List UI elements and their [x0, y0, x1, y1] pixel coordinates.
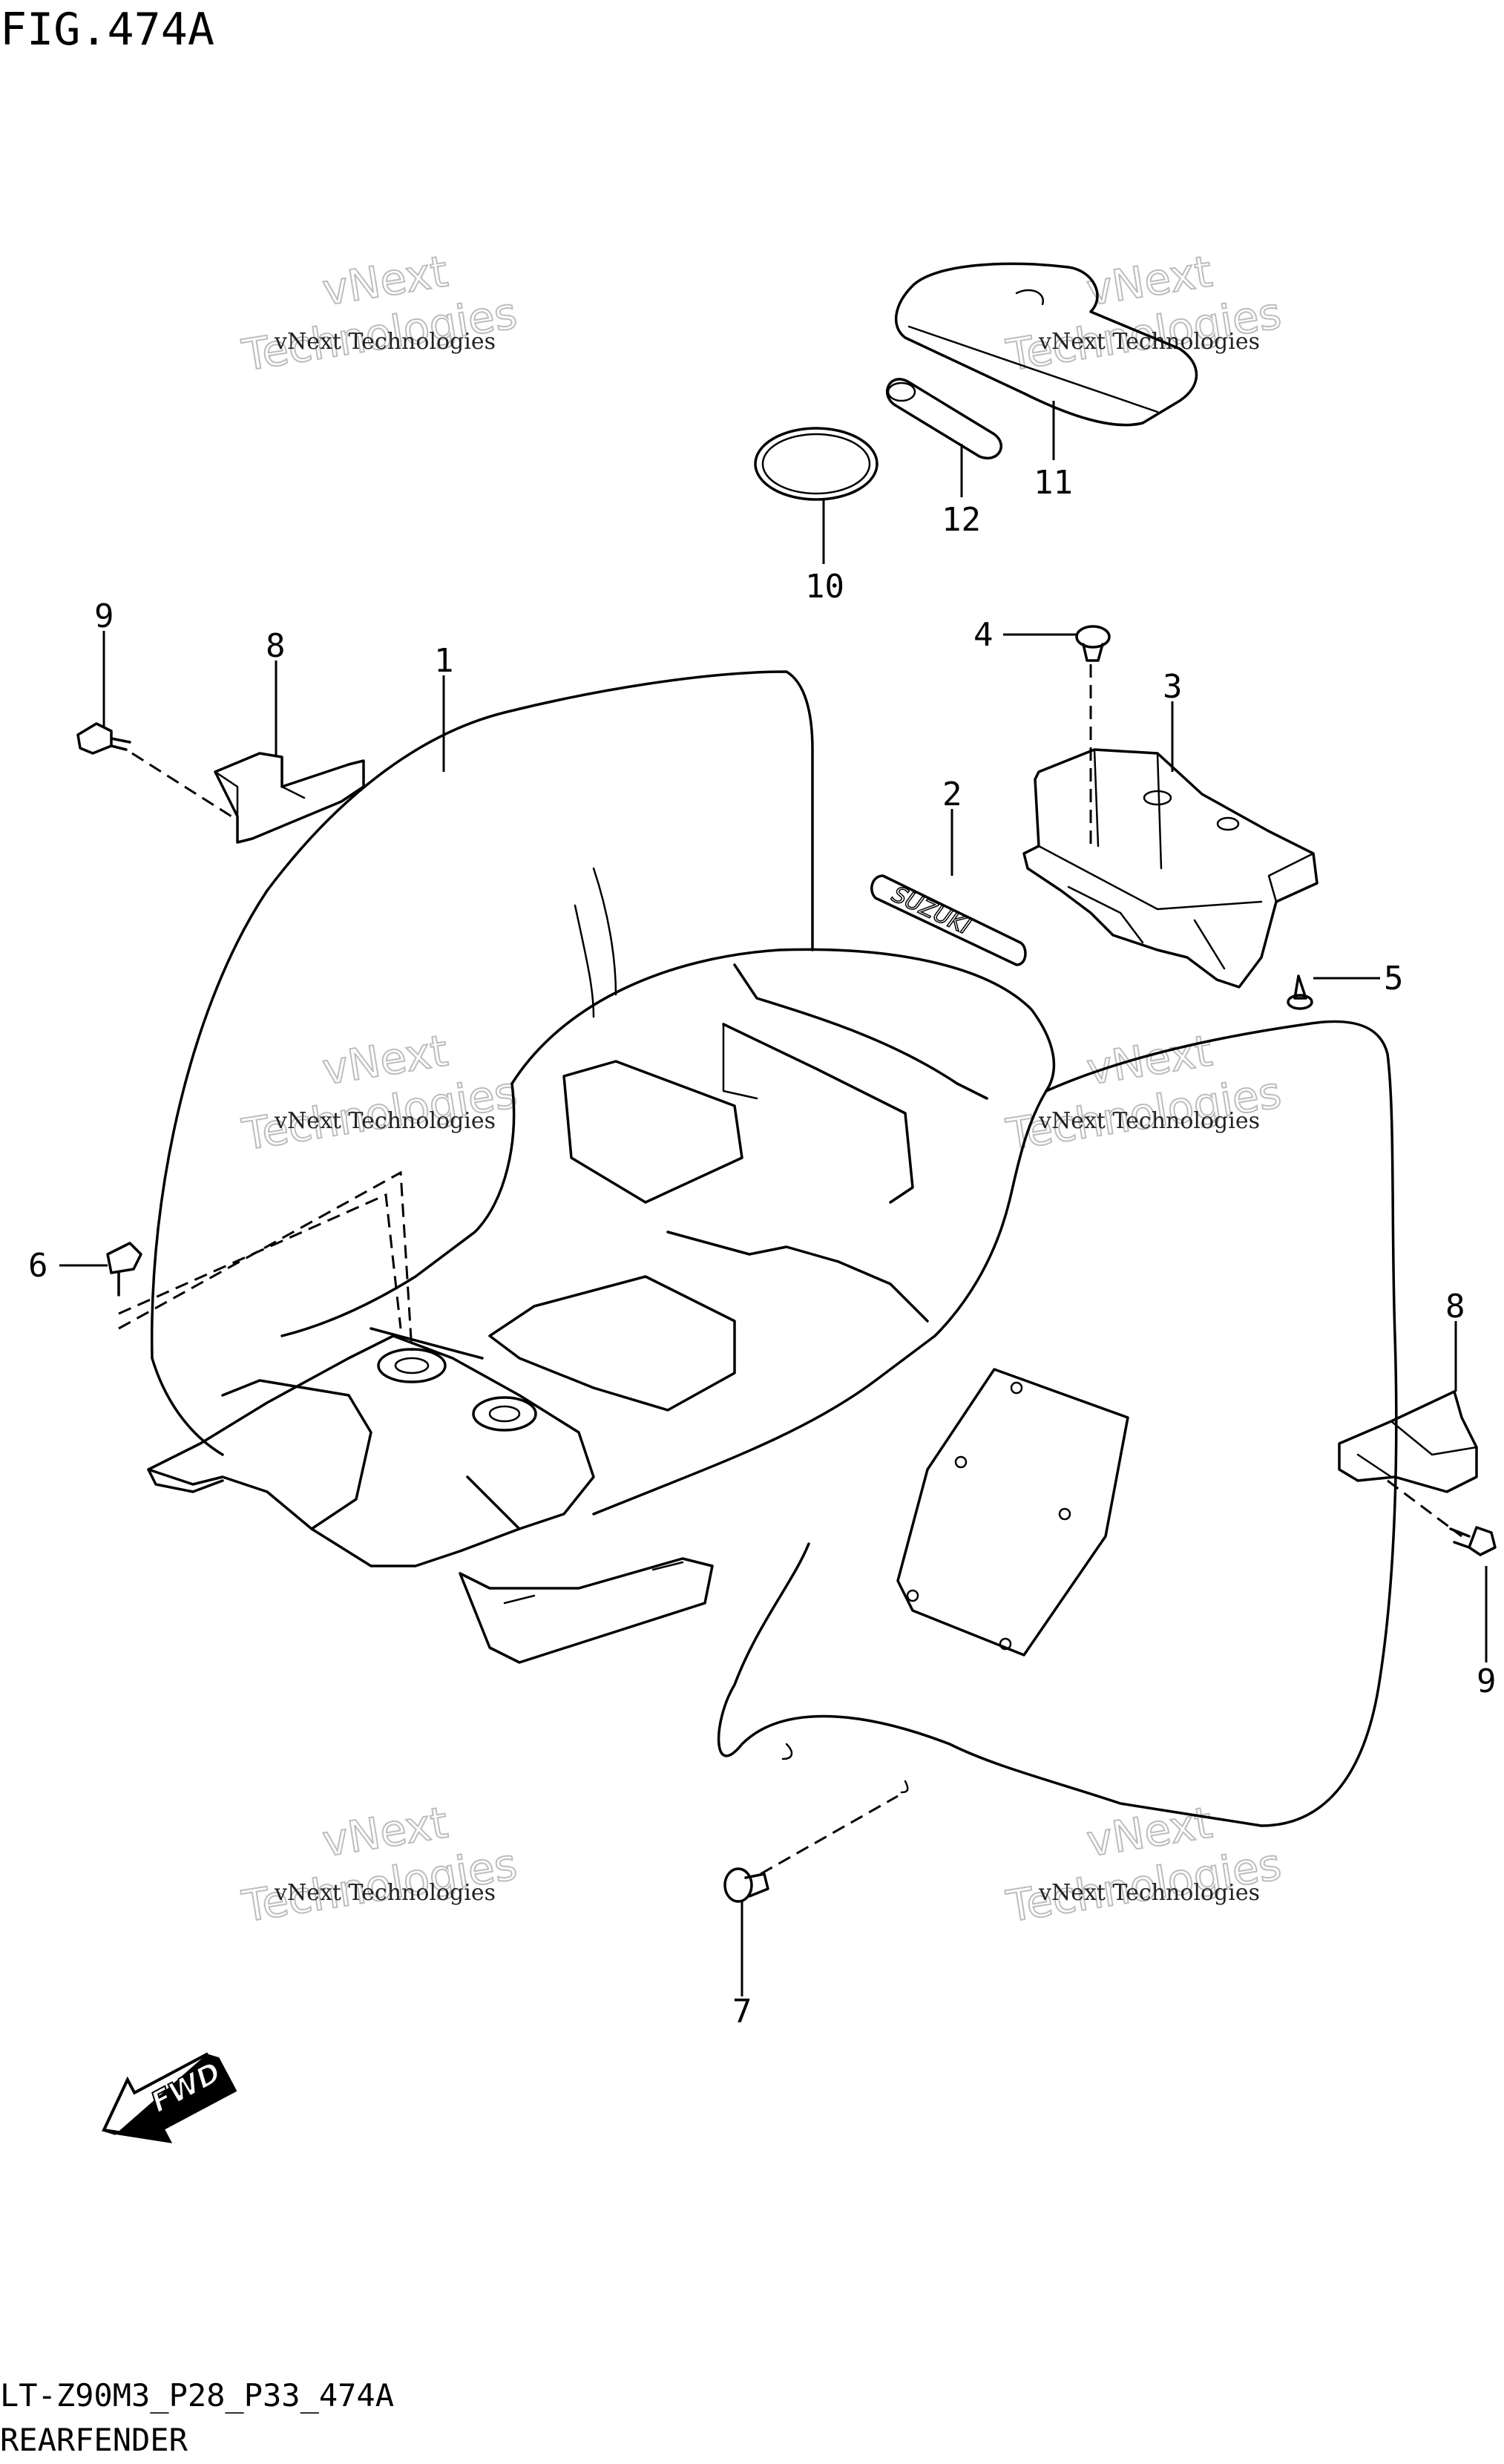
fwd-arrow: FWD — [102, 2052, 237, 2143]
dash-9-left — [131, 752, 238, 822]
figure-caption: REARFENDER — [0, 2422, 188, 2458]
part-8-bracket-right — [1338, 1390, 1478, 1493]
watermark-bottom-left: vNext Technologies vNext Technologies — [238, 1796, 522, 1933]
part-6-bolt — [106, 1242, 142, 1297]
callout-2: 2 — [942, 776, 962, 813]
callout-5: 5 — [1384, 960, 1404, 997]
part-9-bolt-right — [1449, 1526, 1497, 1556]
dash-7 — [760, 1795, 899, 1875]
part-10-o-ring — [754, 427, 879, 501]
part-5-screw — [1287, 974, 1313, 1010]
callout-6: 6 — [28, 1247, 48, 1285]
callout-1: 1 — [434, 642, 454, 680]
watermark-mid-right: vNext Technologies vNext Technologies — [1002, 1024, 1286, 1161]
dash-6b — [118, 1170, 413, 1351]
part-3-tray — [1022, 748, 1319, 989]
emblem-text: SUZUKI — [888, 882, 974, 940]
part-2-emblem: SUZUKI — [870, 874, 1027, 966]
watermark-label: vNext Technologies — [274, 1880, 496, 1906]
callout-9-right: 9 — [1477, 1662, 1497, 1700]
part-1-rear-fender — [147, 670, 1398, 1827]
watermark-bottom-right: vNext Technologies vNext Technologies — [1002, 1796, 1286, 1933]
model-code: LT-Z90M3_P28_P33_474A — [0, 2377, 394, 2414]
part-7-clip — [723, 1867, 769, 1903]
part-8-bracket-left — [214, 752, 365, 844]
part-9-bolt-left — [76, 722, 131, 755]
callout-3: 3 — [1163, 668, 1183, 706]
callout-10: 10 — [805, 568, 844, 606]
callout-8-right: 8 — [1445, 1288, 1465, 1326]
watermark-top-left: vNext Technologies vNext Technologies — [238, 245, 522, 381]
callout-4: 4 — [973, 616, 994, 654]
watermark-label: vNext Technologies — [274, 329, 496, 355]
part-11-strap — [894, 262, 1198, 427]
watermark-mid-left: vNext Technologies vNext Technologies — [238, 1024, 522, 1161]
callout-7: 7 — [732, 1993, 752, 2031]
callout-9-left: 9 — [94, 597, 114, 635]
dash-9-right — [1387, 1479, 1462, 1538]
callout-11: 11 — [1034, 464, 1073, 502]
watermark-label: vNext Technologies — [1038, 1880, 1260, 1906]
watermark-label: vNext Technologies — [1038, 329, 1260, 355]
dash-6a — [118, 1193, 402, 1329]
part-4-clip — [1075, 625, 1111, 662]
figure-title: FIG.474A — [0, 4, 214, 56]
callout-12: 12 — [942, 501, 981, 539]
callout-8-left: 8 — [266, 627, 286, 665]
watermark-label: vNext Technologies — [274, 1108, 496, 1134]
part-12-tube — [886, 378, 1002, 459]
part-10-o-ring-inner — [761, 433, 871, 495]
watermark-label: vNext Technologies — [1038, 1108, 1260, 1134]
